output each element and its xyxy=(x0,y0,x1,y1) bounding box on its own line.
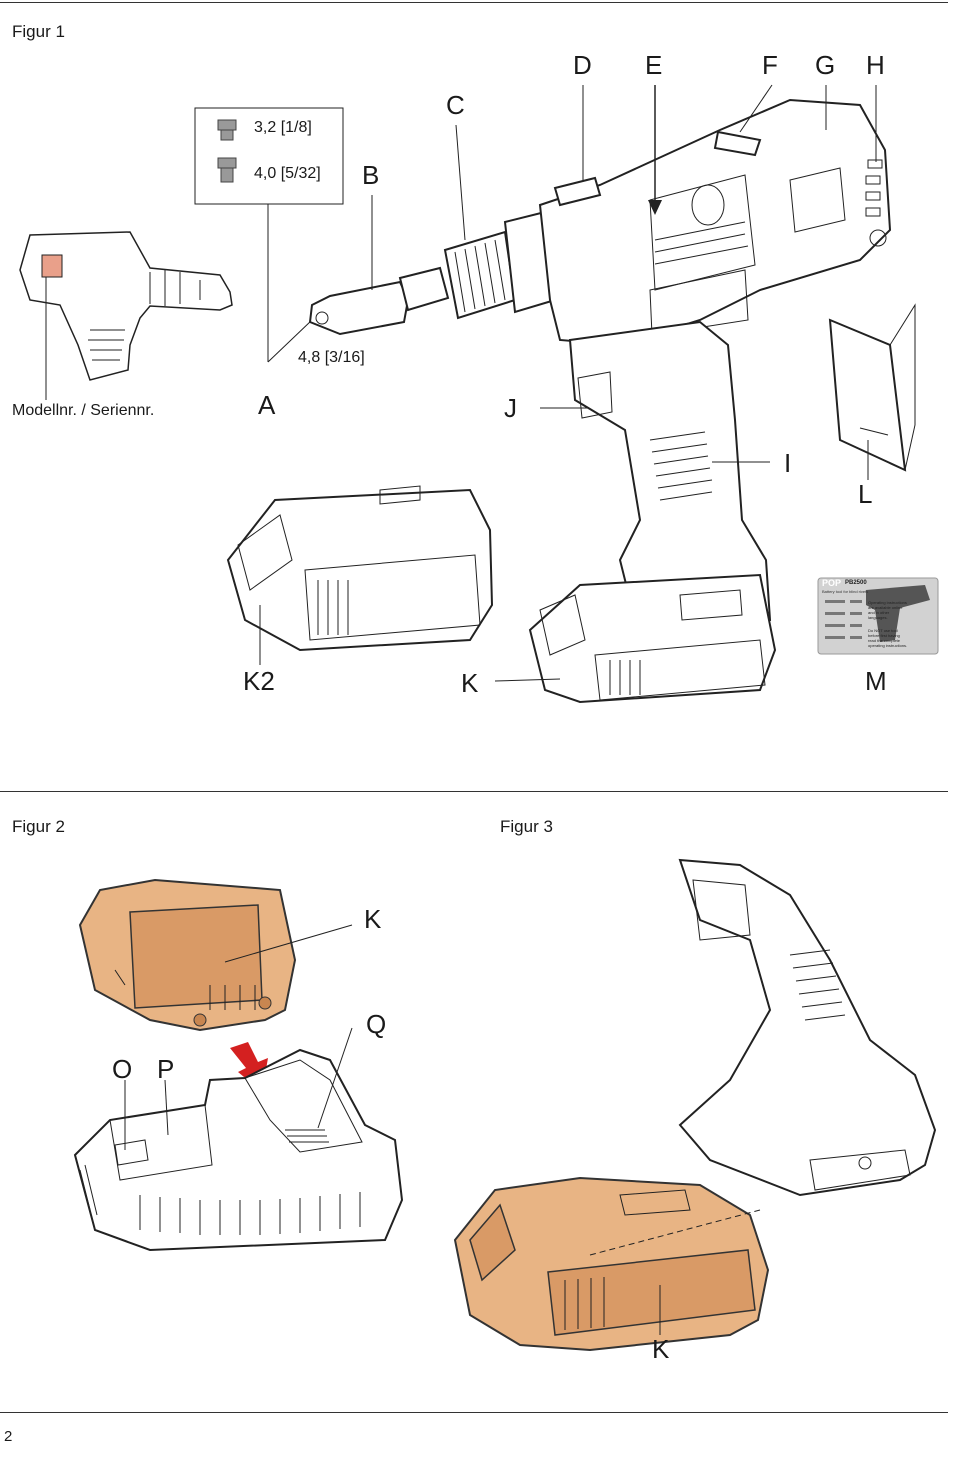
label-j: J xyxy=(504,393,517,423)
bottom-rule xyxy=(0,1412,948,1413)
label-k: K xyxy=(461,668,479,698)
tool-handle-fig3 xyxy=(678,858,937,1197)
rivet-tool-main xyxy=(308,98,892,704)
label-l: L xyxy=(858,479,873,509)
card-text-1: Operating instructions are available onl… xyxy=(868,600,907,620)
nozzle-size-2: 4,0 [5/32] xyxy=(254,165,321,182)
nozzle-size-1: 3,2 [1/8] xyxy=(254,119,312,136)
label-p: P xyxy=(157,1054,175,1084)
card-text-2: Do NOT use tool before first having read… xyxy=(868,628,908,648)
card-tagline: Battery tool for blind rivets xyxy=(822,589,869,594)
label-b: B xyxy=(362,160,380,190)
figure-1-title: Figur 1 xyxy=(12,22,65,41)
model-serial-label: Modellnr. / Seriennr. xyxy=(12,402,155,419)
label-k-fig3: K xyxy=(652,1334,670,1364)
card-model: PB2500 xyxy=(845,580,867,586)
figure-1-illustration xyxy=(19,84,939,704)
label-m: M xyxy=(865,666,887,696)
charger xyxy=(73,1048,404,1252)
label-h: H xyxy=(866,50,885,80)
label-a: A xyxy=(258,390,276,420)
label-o: O xyxy=(112,1054,133,1084)
nozzle-icon-2 xyxy=(217,157,237,183)
figure-3-title: Figur 3 xyxy=(500,817,553,836)
leaflet xyxy=(828,303,916,480)
label-q: Q xyxy=(366,1009,387,1039)
page-number: 2 xyxy=(4,1428,13,1445)
nozzle-icon-1 xyxy=(217,119,237,141)
label-e: E xyxy=(645,50,663,80)
figure-2-title: Figur 2 xyxy=(12,817,65,836)
label-g: G xyxy=(815,50,836,80)
quick-guide-card xyxy=(817,577,939,655)
tool-thumbnail xyxy=(19,231,233,381)
label-c: C xyxy=(446,90,465,120)
battery-orange-fig3 xyxy=(453,1176,770,1352)
top-rule xyxy=(0,2,948,3)
card-brand: POP xyxy=(822,578,842,588)
label-d: D xyxy=(573,50,592,80)
battery-k2 xyxy=(226,485,494,652)
nozzle-box xyxy=(194,107,344,205)
label-k-fig2: K xyxy=(364,904,382,934)
label-k2: K2 xyxy=(243,666,275,696)
battery-orange-fig2 xyxy=(78,878,297,1032)
label-i: I xyxy=(784,448,792,478)
label-f: F xyxy=(762,50,778,80)
nozzle-size-3: 4,8 [3/16] xyxy=(298,349,365,366)
middle-rule xyxy=(0,791,948,792)
